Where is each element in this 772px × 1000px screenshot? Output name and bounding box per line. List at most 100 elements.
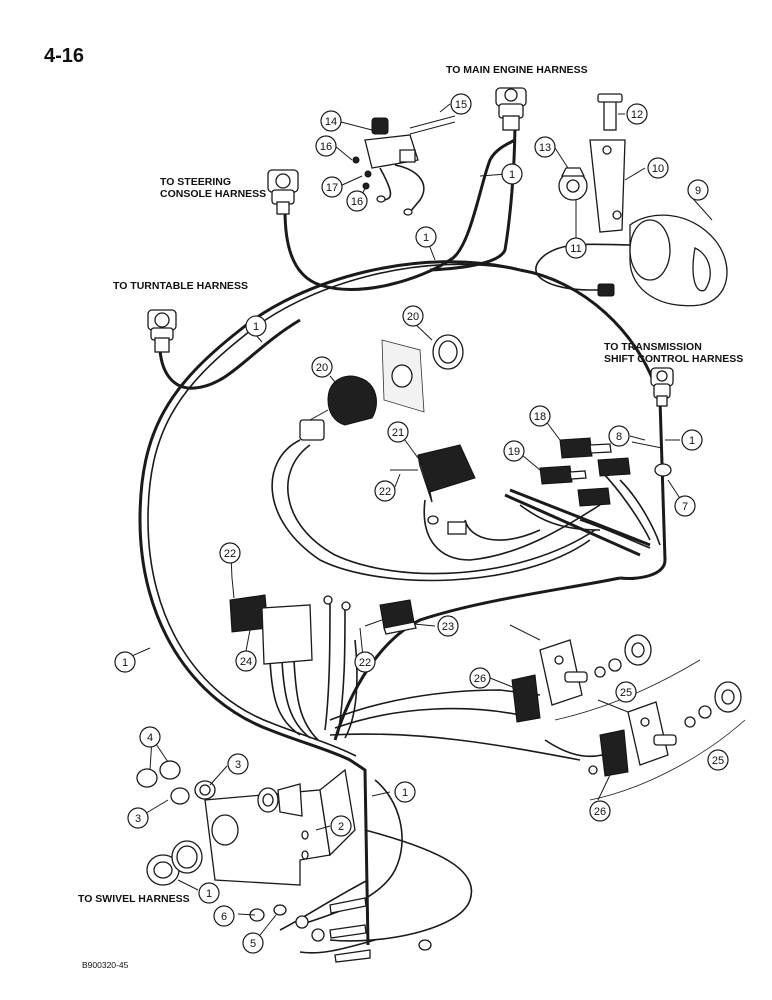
grommet-20 <box>432 334 464 370</box>
callout-circle <box>315 135 337 157</box>
callout-circle <box>198 882 220 904</box>
callout-circle <box>626 103 648 125</box>
turntable-connector <box>147 309 177 353</box>
callout-15: 15 <box>450 93 472 115</box>
callout-14: 14 <box>320 110 342 132</box>
clamp-7-screw-8 <box>631 441 672 477</box>
callout-circle <box>394 781 416 803</box>
callout-circle <box>114 651 136 673</box>
callout-circle <box>374 480 396 502</box>
callout-1: 1 <box>415 226 437 248</box>
callout-number: 1 <box>423 232 429 244</box>
callout-number: 6 <box>221 911 227 923</box>
callout-7: 7 <box>674 495 696 517</box>
callout-circle <box>219 542 241 564</box>
callout-number: 4 <box>147 732 153 744</box>
callout-number: 22 <box>379 486 391 498</box>
switch-23 <box>323 595 417 635</box>
main-harness <box>138 117 667 954</box>
callout-4: 4 <box>139 726 161 748</box>
callout-number: 9 <box>695 185 701 197</box>
callout-circle <box>437 615 459 637</box>
callout-number: 26 <box>474 673 486 685</box>
callout-number: 2 <box>338 821 344 833</box>
callout-circle <box>320 110 342 132</box>
switch-26-upper <box>509 624 652 723</box>
relay-21 <box>390 444 476 535</box>
callout-1: 1 <box>114 651 136 673</box>
callout-16: 16 <box>346 190 368 212</box>
callout-number: 20 <box>316 362 328 374</box>
callout-26: 26 <box>589 800 611 822</box>
callout-number: 8 <box>616 431 622 443</box>
callout-number: 20 <box>407 311 419 323</box>
callout-9: 9 <box>687 179 709 201</box>
callout-number: 26 <box>594 806 606 818</box>
callout-circle <box>503 440 525 462</box>
callout-number: 5 <box>250 938 256 950</box>
callout-18: 18 <box>529 405 551 427</box>
callout-number: 3 <box>135 813 141 825</box>
callout-circle <box>687 179 709 201</box>
relay-20 <box>299 375 377 441</box>
steering-connector <box>267 169 299 215</box>
label-transmission-line2: SHIFT CONTROL HARNESS <box>604 353 743 365</box>
label-steering-line2: CONSOLE HARNESS <box>160 188 266 200</box>
callout-1: 1 <box>245 315 267 337</box>
relay-24 <box>229 577 313 665</box>
bracket-2 <box>204 768 356 886</box>
label-steering-line1: TO STEERING <box>160 176 231 188</box>
callout-circle <box>330 815 352 837</box>
connector-pair-right <box>577 457 631 507</box>
callout-number: 14 <box>325 116 337 128</box>
connector-19 <box>539 465 587 485</box>
callout-circle <box>450 93 472 115</box>
callout-17: 17 <box>321 176 343 198</box>
callout-circle <box>245 315 267 337</box>
callout-number: 22 <box>224 548 236 560</box>
callout-circle <box>681 429 703 451</box>
callout-circle <box>387 421 409 443</box>
figure-code: B900320-45 <box>82 960 129 970</box>
callout-circle <box>242 932 264 954</box>
callout-number: 7 <box>682 501 688 513</box>
callout-circle <box>213 905 235 927</box>
callout-number: 1 <box>509 169 515 181</box>
callout-circle <box>354 651 376 673</box>
callout-circle <box>235 650 257 672</box>
callout-circle <box>402 305 424 327</box>
callout-3: 3 <box>227 753 249 775</box>
callout-number: 16 <box>351 196 363 208</box>
callout-20: 20 <box>311 356 333 378</box>
callout-22: 22 <box>354 651 376 673</box>
callout-circle <box>321 176 343 198</box>
connector-18 <box>559 437 612 459</box>
callout-5: 5 <box>242 932 264 954</box>
callout-circle <box>534 136 556 158</box>
callout-circle <box>346 190 368 212</box>
callout-number: 1 <box>253 321 259 333</box>
callout-1: 1 <box>198 882 220 904</box>
mounting-plate <box>381 339 425 413</box>
callout-11: 11 <box>565 237 587 259</box>
callout-8: 8 <box>608 425 630 447</box>
callout-number: 16 <box>320 141 332 153</box>
terminals-5-6 <box>249 897 432 963</box>
callout-number: 11 <box>570 243 581 255</box>
callout-circle <box>529 405 551 427</box>
callout-number: 12 <box>631 109 643 121</box>
callout-19: 19 <box>503 440 525 462</box>
callout-22: 22 <box>219 542 241 564</box>
callout-circle <box>311 356 333 378</box>
hardware-3-4 <box>136 760 216 805</box>
callout-number: 17 <box>326 182 338 194</box>
callout-circle <box>501 163 523 185</box>
nut-grommet-lower <box>146 840 203 886</box>
callout-number: 15 <box>455 99 467 111</box>
callout-25: 25 <box>707 749 729 771</box>
relay-wiring <box>269 439 661 741</box>
callout-25: 25 <box>615 681 637 703</box>
horn-assembly <box>535 93 728 307</box>
callout-circle <box>127 807 149 829</box>
callout-1: 1 <box>501 163 523 185</box>
